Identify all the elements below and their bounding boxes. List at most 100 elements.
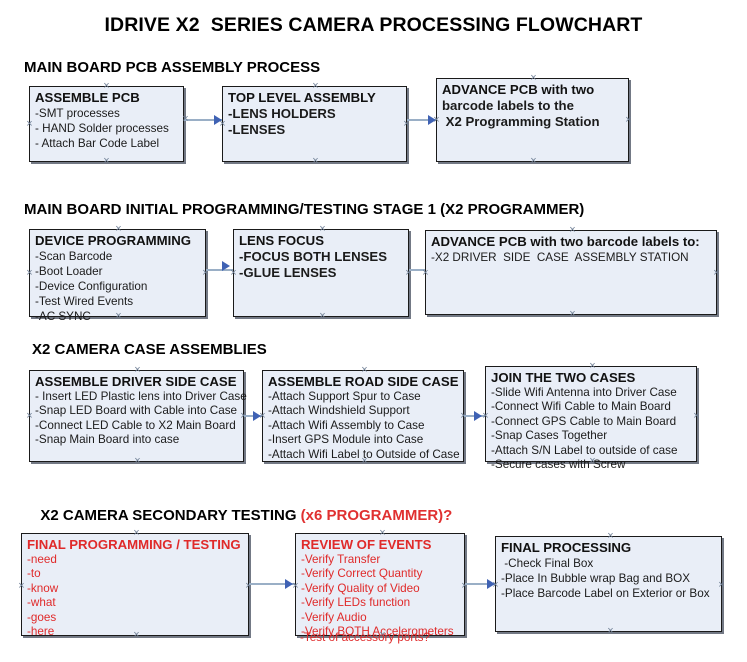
box-join-the-two-cases[interactable]: JOIN THE TWO CASES -Slide Wifi Antenna i… — [485, 366, 697, 471]
box-title: FINAL PROCESSING — [501, 540, 632, 555]
resize-handle-bottom[interactable] — [318, 312, 327, 321]
connector-assemble-pcb-to-top-level[interactable] — [184, 119, 222, 121]
resize-handle-left[interactable] — [421, 269, 430, 278]
resize-handle-bottom[interactable] — [102, 157, 111, 166]
box-title: ADVANCE PCB with two — [442, 82, 595, 97]
resize-handle-left[interactable] — [491, 581, 500, 590]
connector-top-level-to-advance-pcb[interactable] — [407, 119, 436, 121]
box-line: -Connect LED Cable to X2 Main Board — [35, 418, 236, 432]
box-advance-pcb-to-x2-programming-station[interactable]: ADVANCE PCB with two barcode labels to t… — [436, 78, 629, 162]
box-title: ADVANCE PCB with two barcode labels to: — [431, 234, 700, 249]
resize-handle-bottom[interactable] — [132, 631, 141, 640]
box-line: -GLUE LENSES — [239, 264, 337, 280]
resize-handle-left[interactable] — [25, 120, 34, 129]
resize-handle-bottom[interactable] — [360, 457, 369, 466]
arrow-icon — [474, 411, 482, 421]
resize-handle-left[interactable] — [218, 120, 227, 129]
arrow-icon — [253, 411, 261, 421]
resize-handle-left[interactable] — [432, 116, 441, 125]
resize-handle-left[interactable] — [25, 269, 34, 278]
box-line: -Verify BOTH Accelerometers — [301, 625, 454, 639]
box-title: TOP LEVEL ASSEMBLY — [228, 90, 376, 105]
box-line: X2 Programming Station — [442, 113, 600, 129]
resize-handle-top[interactable] — [606, 532, 615, 541]
box-line: -what — [27, 596, 56, 610]
arrow-icon — [285, 579, 293, 589]
box-final-programming-testing[interactable]: FINAL PROGRAMMING / TESTING -need -to -k… — [21, 533, 249, 638]
box-line: -FOCUS BOTH LENSES — [239, 248, 387, 264]
box-title: ASSEMBLE PCB — [35, 90, 140, 105]
section-header-accent: (x6 PROGRAMMER)? — [300, 507, 453, 524]
box-top-level-assembly[interactable]: TOP LEVEL ASSEMBLY -LENS HOLDERS -LENSES — [222, 86, 407, 162]
box-title: ASSEMBLE DRIVER SIDE CASE — [35, 374, 237, 389]
connector-review-events-to-final-processing[interactable] — [465, 583, 500, 585]
box-line: -Verify Audio — [301, 610, 367, 624]
box-lens-focus[interactable]: LENS FOCUS -FOCUS BOTH LENSES -GLUE LENS… — [233, 229, 409, 317]
resize-handle-right[interactable] — [717, 581, 726, 590]
box-line: -Attach S/N Label to outside of case — [491, 443, 678, 457]
resize-handle-left[interactable] — [291, 582, 300, 591]
box-line: -Test Wired Events — [35, 295, 134, 309]
resize-handle-left[interactable] — [481, 412, 490, 421]
box-line: -AC SYNC — [35, 310, 91, 324]
box-line: -Verify LEDs function — [301, 596, 411, 610]
resize-handle-bottom[interactable] — [311, 157, 320, 166]
box-title: DEVICE PROGRAMMING — [35, 233, 192, 248]
section-header-main-board-initial-programming: MAIN BOARD INITIAL PROGRAMMING/TESTING S… — [24, 201, 585, 218]
page-title: IDRIVE X2 SERIES CAMERA PROCESSING FLOWC… — [104, 14, 643, 36]
resize-handle-bottom[interactable] — [588, 457, 597, 466]
resize-handle-bottom[interactable] — [606, 627, 615, 636]
box-line: -Attach Wifi Assembly to Case — [268, 418, 425, 432]
resize-handle-top[interactable] — [378, 529, 387, 538]
resize-handle-bottom[interactable] — [114, 312, 123, 321]
box-advance-pcb-to-driver-side-case-assembly[interactable]: ADVANCE PCB with two barcode labels to: … — [425, 230, 717, 315]
box-line: -Connect Wifi Cable to Main Board — [491, 400, 671, 414]
resize-handle-top[interactable] — [311, 82, 320, 91]
resize-handle-left[interactable] — [229, 269, 238, 278]
section-header-text: X2 CAMERA SECONDARY TESTING — [40, 507, 301, 524]
resize-handle-left[interactable] — [25, 412, 34, 421]
box-title: REVIEW OF EVENTS — [301, 537, 432, 552]
box-line: -Snap Cases Together — [491, 429, 608, 443]
resize-handle-top[interactable] — [529, 74, 538, 83]
resize-handle-left[interactable] — [17, 582, 26, 591]
box-title: JOIN THE TWO CASES — [491, 370, 636, 385]
box-review-of-events-overflow-line: -Test of accessory ports? — [300, 631, 430, 644]
box-review-of-events[interactable]: REVIEW OF EVENTS -Verify Transfer -Verif… — [295, 533, 465, 638]
box-line: -Check Final Box — [501, 556, 594, 570]
resize-handle-right[interactable] — [402, 120, 411, 129]
resize-handle-top[interactable] — [318, 225, 327, 234]
box-line: -Device Configuration — [35, 279, 148, 293]
section-header-x2-camera-secondary-testing: X2 CAMERA SECONDARY TESTING (x6 PROGRAMM… — [32, 490, 452, 524]
box-final-processing[interactable]: FINAL PROCESSING -Check Final Box -Place… — [495, 536, 722, 632]
resize-handle-right[interactable] — [624, 116, 633, 125]
resize-handle-top[interactable] — [588, 362, 597, 371]
resize-handle-bottom[interactable] — [568, 310, 577, 319]
resize-handle-right[interactable] — [712, 269, 721, 278]
resize-handle-right[interactable] — [692, 412, 701, 421]
box-line: -Snap LED Board with Cable into Case — [35, 404, 238, 418]
section-header-main-board-pcb-assembly: MAIN BOARD PCB ASSEMBLY PROCESS — [24, 59, 321, 76]
resize-handle-top[interactable] — [102, 82, 111, 91]
resize-handle-top[interactable] — [132, 529, 141, 538]
box-line: -Place Barcode Label on Exterior or Box — [501, 586, 710, 600]
box-line: - Attach Bar Code Label — [35, 136, 160, 150]
box-assemble-driver-side-case[interactable]: ASSEMBLE DRIVER SIDE CASE - Insert LED P… — [29, 370, 247, 462]
box-assemble-road-side-case[interactable]: ASSEMBLE ROAD SIDE CASE -Attach Support … — [262, 370, 464, 462]
box-line: -Insert GPS Module into Case — [268, 433, 424, 447]
resize-handle-left[interactable] — [258, 412, 267, 421]
box-device-programming[interactable]: DEVICE PROGRAMMING -Scan Barcode -Boot L… — [29, 229, 206, 323]
box-assemble-pcb[interactable]: ASSEMBLE PCB -SMT processes - HAND Solde… — [29, 86, 184, 162]
resize-handle-bottom[interactable] — [529, 157, 538, 166]
box-line: -goes — [27, 610, 57, 624]
resize-handle-top[interactable] — [114, 225, 123, 234]
connector-handle-start[interactable] — [181, 115, 190, 124]
box-line: - Insert LED Plastic lens into Driver Ca… — [35, 389, 247, 403]
resize-handle-top[interactable] — [133, 366, 142, 375]
connector-final-programming-to-review-events[interactable] — [249, 583, 297, 585]
resize-handle-top[interactable] — [568, 226, 577, 235]
resize-handle-top[interactable] — [360, 366, 369, 375]
box-line: -Snap Main Board into case — [35, 433, 180, 447]
box-line: barcode labels to the — [442, 97, 574, 113]
resize-handle-bottom[interactable] — [133, 457, 142, 466]
